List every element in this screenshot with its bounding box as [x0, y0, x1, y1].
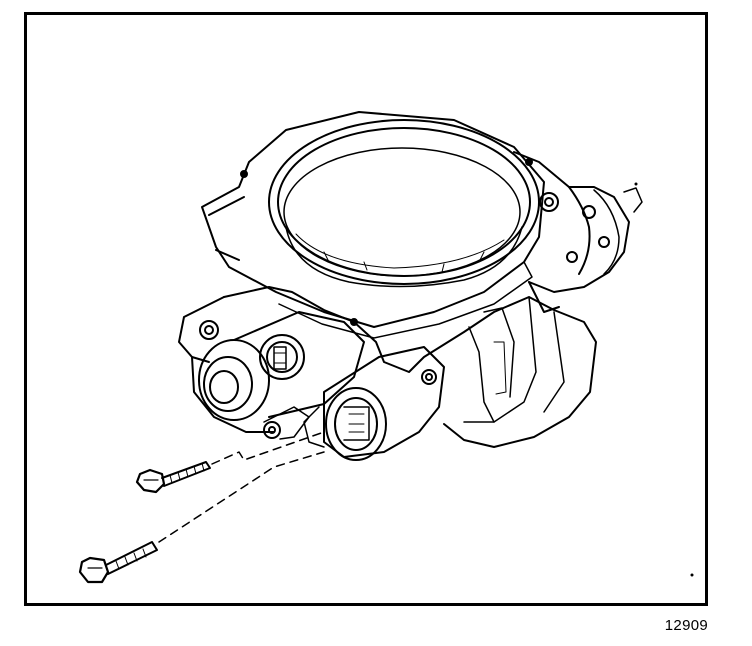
sensor-connector: [303, 346, 445, 461]
lower-bolt-alignment-line: [158, 451, 325, 543]
idle-air-control-valve: [198, 311, 365, 440]
illustration-frame: [24, 12, 708, 606]
throttle-position-sensor: [513, 151, 643, 313]
throttle-bore: [268, 119, 540, 288]
upper-bolt: [135, 461, 211, 494]
upper-bolt-alignment-line: [211, 431, 325, 465]
throttle-body-flange: [201, 111, 545, 339]
figure-number: 12909: [664, 617, 708, 634]
lower-bolt: [78, 541, 158, 584]
throttle-body-casting: [178, 286, 597, 448]
throttle-body-illustration: [78, 111, 694, 584]
